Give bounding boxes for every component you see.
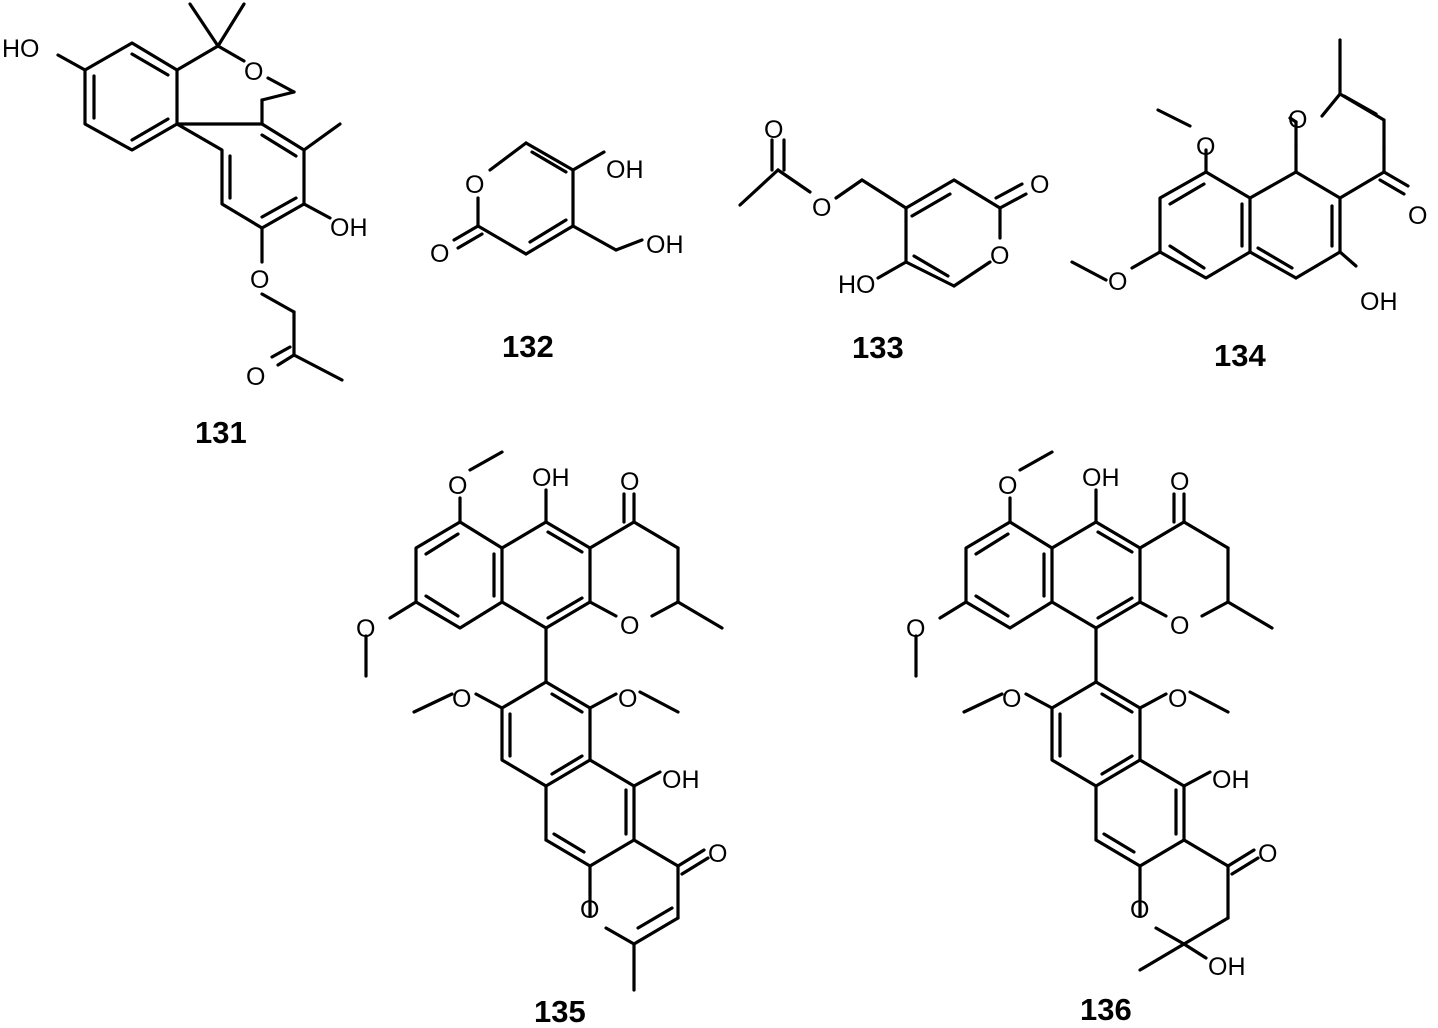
compound-label-136: 136: [1080, 992, 1132, 1027]
compound-132: O O OH OH 132: [430, 141, 684, 364]
compound-135: O OH O O O O O OH O O 135: [356, 450, 727, 1028]
compound-133: O O O O HO 133: [738, 116, 1049, 365]
compound-label-131: 131: [195, 415, 247, 450]
atom-o-136-ome-4: O: [1168, 685, 1187, 713]
atom-oh-136-bottom: OH: [1212, 766, 1250, 794]
compound-134: O O O O OH 134: [1070, 38, 1427, 373]
atom-o-132-keto: O: [430, 240, 449, 268]
atom-o-135-ring-bottom: O: [580, 896, 599, 924]
atom-oh-134: OH: [1360, 288, 1398, 316]
atom-o-135-ome-4: O: [618, 685, 637, 713]
atom-o-134-keto: O: [1408, 202, 1427, 230]
compound-label-133: 133: [852, 330, 904, 365]
atom-o-135-ome-2: O: [356, 615, 375, 643]
atom-o-134-ome-top: O: [1196, 133, 1215, 161]
atom-o-133-keto: O: [1030, 171, 1049, 199]
atom-o-135-ring-top: O: [620, 612, 639, 640]
atom-o-135-keto-bottom: O: [708, 840, 727, 868]
compound-131: HO O OH O O 131: [2, 2, 368, 450]
atom-o-136-keto-top: O: [1170, 468, 1189, 496]
atom-o-132-ring: O: [465, 171, 484, 199]
atom-o-135-ome-3: O: [452, 685, 471, 713]
atom-o-136-ring-top: O: [1170, 612, 1189, 640]
compound-label-132: 132: [502, 329, 554, 364]
compound-label-134: 134: [1214, 338, 1266, 373]
compound-136: O OH O O O O O OH O O OH 136: [906, 450, 1277, 1027]
atom-o-135-keto-top: O: [620, 468, 639, 496]
compound-label-135: 135: [534, 994, 586, 1028]
atom-oh-135-top: OH: [532, 464, 570, 492]
atom-o-133-acyl: O: [764, 116, 783, 144]
atom-oh-131-left: HO: [2, 35, 40, 63]
atom-oh-133: HO: [838, 271, 876, 299]
atom-oh-136-ketal: OH: [1208, 953, 1246, 981]
atom-o-136-keto-bottom: O: [1258, 840, 1277, 868]
atom-o-135-ome-1: O: [448, 472, 467, 500]
atom-o-133-ring: O: [990, 242, 1009, 270]
atom-oh-135-bottom: OH: [662, 766, 700, 794]
atom-o-131-keto: O: [246, 363, 265, 391]
atom-o-134-ring: O: [1288, 106, 1307, 134]
atom-oh-136-top: OH: [1082, 464, 1120, 492]
atom-o-136-ring-bottom: O: [1130, 896, 1149, 924]
atom-o-136-ome-2: O: [906, 615, 925, 643]
atom-oh-131-right: OH: [330, 214, 368, 242]
atom-o-131-ether: O: [250, 266, 269, 294]
atom-oh-132-ring: OH: [606, 156, 644, 184]
atom-o-133-ester: O: [812, 194, 831, 222]
atom-o-136-ome-3: O: [1002, 685, 1021, 713]
atom-o-136-ome-1: O: [998, 472, 1017, 500]
atom-o-131-ring: O: [244, 58, 263, 86]
atom-oh-132-ch2: OH: [646, 231, 684, 259]
atom-o-134-ome-bottom: O: [1108, 268, 1127, 296]
